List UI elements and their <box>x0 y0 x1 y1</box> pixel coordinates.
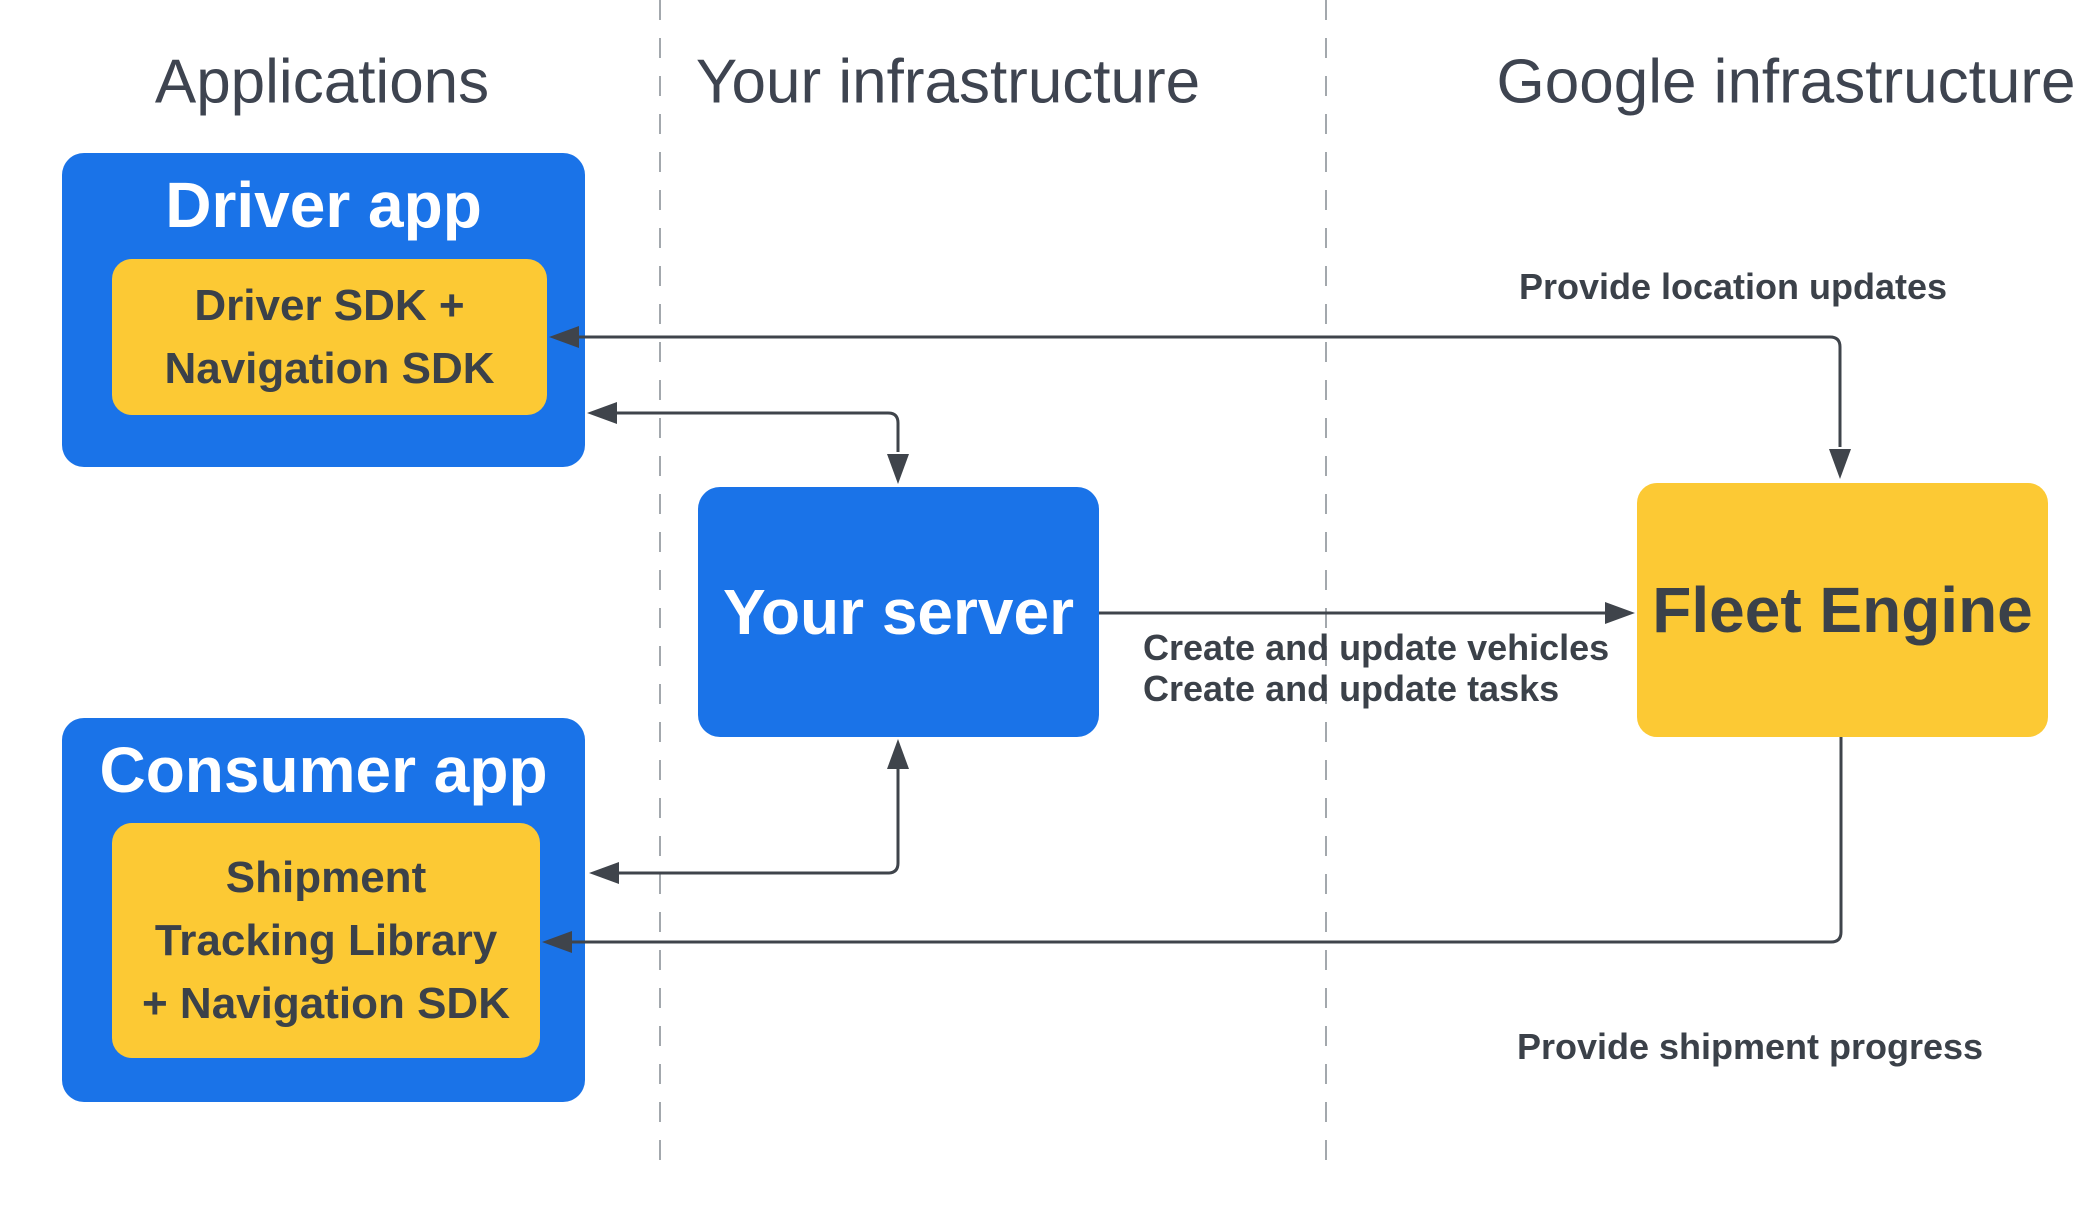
arrowhead-into-fleet-engine-left <box>1605 602 1635 624</box>
fleet-engine-box: Fleet Engine <box>1637 483 2048 737</box>
shipment-tracking-library-box: Shipment Tracking Library + Navigation S… <box>112 823 540 1058</box>
label-create-and-update-tasks: Create and update tasks <box>1143 668 1560 709</box>
column-header-applications: Applications <box>154 47 490 117</box>
connector-fleet-engine-shipment-library <box>572 737 1843 944</box>
connector-fleet-engine-driver-sdk <box>579 335 1842 447</box>
shipment-tracking-label-line: Tracking Library <box>154 916 498 965</box>
label-create-and-update-vehicles: Create and update vehicles <box>1143 627 1610 668</box>
arrowhead-into-consumer-app <box>589 862 619 884</box>
column-header-google-infrastructure: Google infrastructure <box>1496 47 2076 117</box>
label-provide-shipment-progress: Provide shipment progress <box>1516 1026 1984 1067</box>
column-divider-applications-yours <box>659 0 661 1162</box>
your-server-box: Your server <box>698 487 1099 737</box>
driver-sdk-label-line: Driver SDK + <box>194 281 465 330</box>
driver-app-title: Driver app <box>165 169 482 241</box>
arrowhead-into-your-server-top <box>887 454 909 484</box>
arrowhead-into-driver-app <box>587 402 617 424</box>
arrowhead-into-your-server-bottom <box>887 739 909 769</box>
label-create-and-update: Create and update vehicles Create and up… <box>1143 627 1609 709</box>
shipment-tracking-label-line: Shipment <box>225 853 427 902</box>
driver-sdk-label-line: Navigation SDK <box>164 344 495 393</box>
your-server-title: Your server <box>723 576 1074 648</box>
consumer-app-title: Consumer app <box>99 734 548 806</box>
column-divider-yours-google <box>1325 0 1327 1162</box>
fleet-engine-title: Fleet Engine <box>1652 574 2033 646</box>
label-provide-location-updates: Provide location updates <box>1518 266 1948 307</box>
arrowhead-into-fleet-engine-top <box>1829 449 1851 479</box>
driver-sdk-box: Driver SDK + Navigation SDK <box>112 259 547 415</box>
shipment-tracking-label-line: + Navigation SDK <box>142 979 510 1028</box>
column-header-your-infrastructure: Your infrastructure <box>695 47 1201 117</box>
